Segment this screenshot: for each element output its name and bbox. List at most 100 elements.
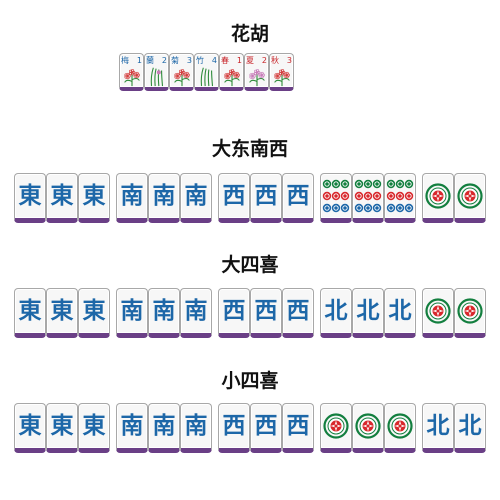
wind-tile-west: 西 [250,403,282,453]
wind-character: 北 [458,412,482,439]
wind-character: 西 [254,412,278,439]
one-dot-icon [425,298,451,324]
wind-character: 東 [50,297,74,324]
pair-north: 北北 [422,403,486,453]
wind-tile-east: 東 [14,403,46,453]
wind-character: 北 [388,297,412,324]
wind-tile-east: 東 [14,173,46,223]
wind-character: 南 [184,412,208,439]
wind-character: 東 [82,297,106,324]
wind-tile-east: 東 [46,173,78,223]
flower-number: 2 [261,56,267,65]
wind-character: 東 [50,412,74,439]
wind-tile-south: 南 [180,288,212,338]
wind-character: 西 [222,412,246,439]
wind-tile-east: 東 [14,288,46,338]
wind-tile-south: 南 [116,288,148,338]
wind-tile-west: 西 [250,288,282,338]
meld-nine-dots [320,173,416,223]
wind-character: 南 [120,412,144,439]
chrysanthemum-icon [173,69,190,87]
hand-title-flowers: 花胡 [230,23,269,45]
wind-character: 南 [120,297,144,324]
flower-number: 4 [211,56,217,65]
meld-east: 東東東 [14,403,110,453]
wind-character: 東 [50,182,74,209]
wind-tile-west: 西 [282,403,314,453]
wind-character: 南 [152,412,176,439]
hand-row-4: 東東東 南南南 西西西 北北 [14,403,486,453]
flower-character: 夏 [246,56,254,65]
wind-tile-north: 北 [320,288,352,338]
wind-character: 東 [82,182,106,209]
hand-row-3: 東東東 南南南 西西西 北北北 [14,288,486,338]
wind-character: 西 [254,297,278,324]
one-dot-tile [454,288,486,338]
one-dot-icon [323,413,349,439]
wind-character: 北 [356,297,380,324]
wind-character: 西 [222,297,246,324]
pair-one-dot [422,173,486,223]
wind-tile-west: 西 [218,173,250,223]
one-dot-tile [352,403,384,453]
meld-one-dot [320,403,416,453]
hand-title-big-east-south-west: 大东南西 [211,138,288,160]
one-dot-icon [457,298,483,324]
bamboo-icon [200,67,213,87]
wind-tile-east: 東 [78,288,110,338]
flower-character: 蘭 [146,56,154,65]
wind-tile-south: 南 [116,173,148,223]
meld-south: 南南南 [116,288,212,338]
wind-tile-west: 西 [282,288,314,338]
wind-character: 南 [184,297,208,324]
wind-tile-east: 東 [46,403,78,453]
nine-dot-tile [352,173,384,223]
wind-character: 南 [184,182,208,209]
orchid-icon [150,67,163,87]
wind-character: 南 [152,182,176,209]
one-dot-tile [384,403,416,453]
autumn-flower-icon [273,69,290,87]
meld-south: 南南南 [116,403,212,453]
one-dot-tile [422,288,454,338]
wind-tile-west: 西 [218,403,250,453]
one-dot-icon [355,413,381,439]
wind-character: 西 [286,297,310,324]
wind-tile-west: 西 [250,173,282,223]
wind-character: 西 [286,412,310,439]
wind-character: 西 [286,182,310,209]
one-dot-tile [422,173,454,223]
wind-tile-north: 北 [422,403,454,453]
wind-tile-east: 東 [78,173,110,223]
nine-dots-icon [386,179,414,213]
meld-west: 西西西 [218,288,314,338]
nine-dots-icon [322,179,350,213]
summer-flower-icon [248,69,265,87]
wind-character: 東 [18,182,42,209]
wind-tile-east: 東 [46,288,78,338]
wind-character: 西 [222,182,246,209]
meld-east: 東東東 [14,288,110,338]
flower-character: 菊 [171,56,179,65]
nine-dots-icon [354,179,382,213]
wind-tile-east: 東 [78,403,110,453]
wind-tile-north: 北 [454,403,486,453]
one-dot-tile [454,173,486,223]
pair-one-dot [422,288,486,338]
wind-tile-north: 北 [352,288,384,338]
flower-number: 1 [136,56,142,65]
one-dot-tile [320,403,352,453]
wind-character: 西 [254,182,278,209]
wind-character: 南 [152,297,176,324]
spring-flower-icon [223,69,240,87]
flower-character: 竹 [196,56,204,65]
wind-character: 東 [18,297,42,324]
